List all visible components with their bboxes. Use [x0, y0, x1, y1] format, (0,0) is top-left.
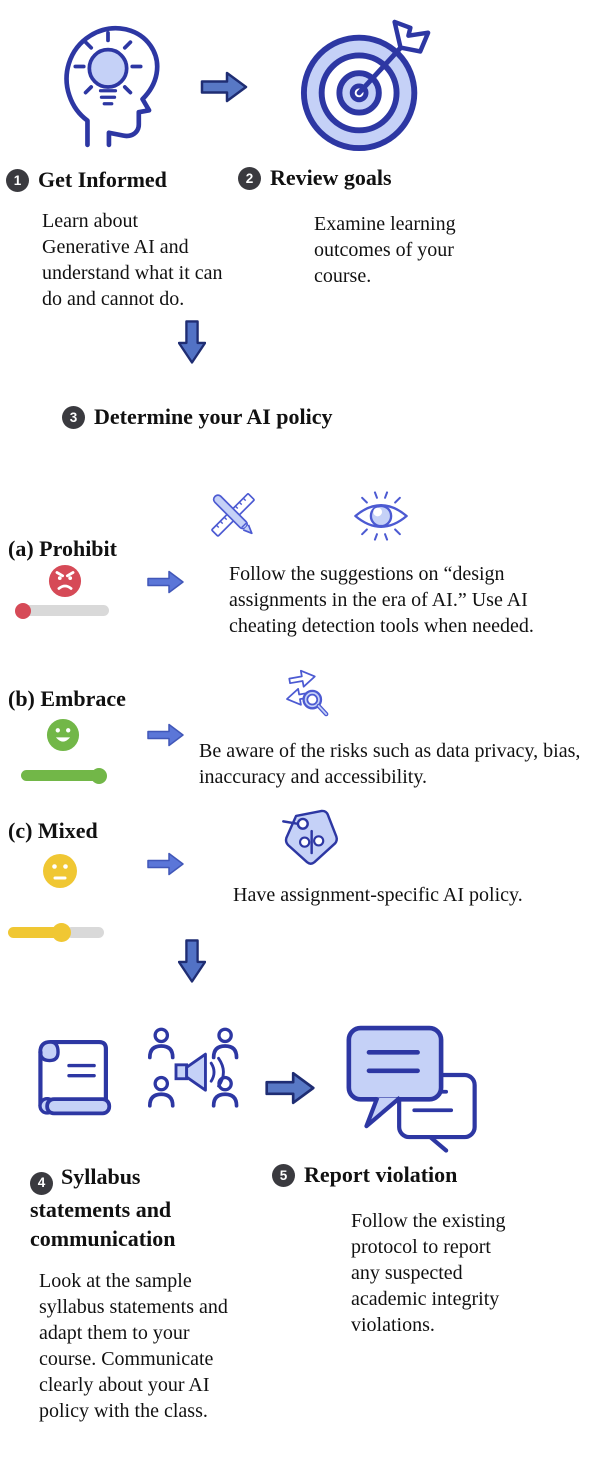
slider-track — [21, 605, 109, 616]
right-arrow-icon — [147, 851, 185, 877]
step2-title-text: Review goals — [270, 165, 392, 190]
mixed-slider — [8, 922, 104, 942]
step5-title: 5 Report violation — [272, 1162, 457, 1188]
ruler-pencil-cross-icon — [205, 482, 261, 550]
exchange-search-icon — [274, 650, 332, 726]
option-c-label: (c) Mixed — [8, 818, 98, 843]
step4-body: Look at the sample syllabus statements a… — [39, 1270, 228, 1422]
angry-face-icon — [48, 564, 82, 598]
scroll-syllabus-icon — [27, 1030, 121, 1128]
target-goal-icon — [298, 12, 436, 156]
step4-title-text: Syllabus statements and communication — [30, 1164, 176, 1252]
step5-title-text: Report violation — [304, 1162, 458, 1187]
slider-knob — [52, 922, 71, 942]
step2-title: 2 Review goals — [238, 165, 392, 191]
step5-body: Follow the existing protocol to report a… — [351, 1210, 506, 1336]
step1-title: 1 Get Informed — [6, 167, 167, 193]
step1-body: Learn about Generative AI and understand… — [42, 210, 223, 310]
step3-title-text: Determine your AI policy — [94, 404, 333, 429]
right-arrow-icon — [147, 722, 185, 748]
right-arrow-icon — [147, 569, 185, 595]
right-arrow-icon — [264, 1070, 316, 1106]
right-arrow-icon — [200, 70, 248, 104]
step2-body: Examine learning outcomes of your course… — [314, 213, 456, 287]
head-lightbulb-icon — [52, 12, 164, 148]
option-a-label: (a) Prohibit — [8, 536, 117, 561]
step5-badge: 5 — [272, 1163, 295, 1187]
slider-knob — [15, 602, 31, 619]
happy-face-icon — [46, 718, 80, 752]
slider-track-filled — [8, 926, 60, 938]
prohibit-slider — [15, 602, 109, 619]
eye-detection-icon — [350, 487, 412, 545]
embrace-slider — [21, 767, 107, 784]
step4-badge: 4 — [30, 1171, 53, 1195]
option-b-body: Be aware of the risks such as data priva… — [199, 740, 581, 788]
option-a-body: Follow the suggestions on “design assign… — [229, 563, 534, 637]
slider-track — [66, 926, 104, 938]
step3-badge: 3 — [62, 405, 85, 429]
down-arrow-icon — [178, 320, 206, 364]
slider-track — [21, 770, 101, 781]
announcement-people-icon — [140, 1022, 248, 1124]
step3-title: 3 Determine your AI policy — [62, 404, 333, 430]
option-b-label: (b) Embrace — [8, 686, 126, 711]
neutral-face-icon — [42, 853, 78, 889]
slider-knob — [91, 767, 107, 784]
step1-title-text: Get Informed — [38, 167, 167, 192]
step2-badge: 2 — [238, 166, 261, 190]
down-arrow-icon — [178, 938, 206, 984]
option-c-body: Have assignment-specific AI policy. — [233, 884, 523, 906]
price-tag-icon — [276, 801, 340, 871]
chat-bubbles-icon — [341, 1023, 485, 1153]
step1-badge: 1 — [6, 168, 29, 192]
